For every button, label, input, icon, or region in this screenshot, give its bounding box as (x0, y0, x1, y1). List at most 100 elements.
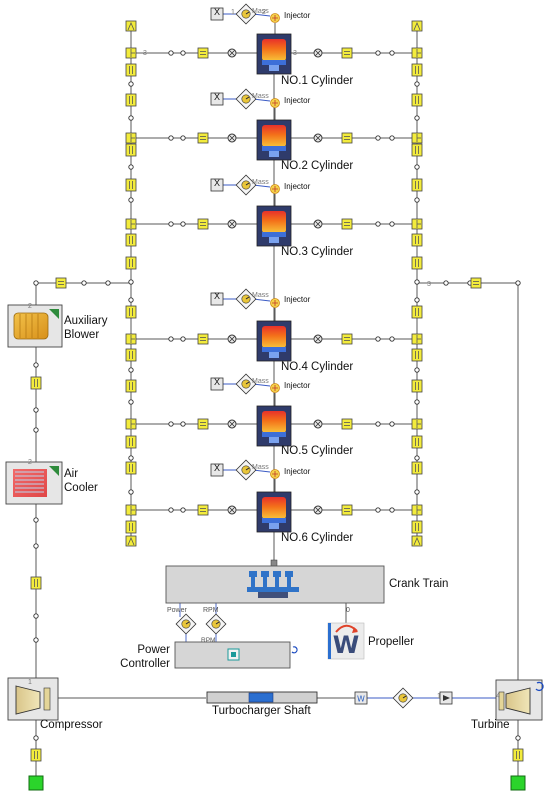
exhaust-manifold-pipe (411, 233, 423, 247)
intake-valve-2-icon (227, 133, 237, 143)
compressor-block (7, 677, 59, 721)
injector-5-icon (270, 383, 280, 393)
x-block-3-label: X (213, 178, 220, 188)
cylinder-3-label: NO.3 Cylinder (281, 246, 354, 258)
runner-node (180, 221, 186, 227)
mass-5-label: Mass (252, 378, 269, 385)
intake-manifold-node (128, 489, 134, 495)
intake-manifold-pipe (125, 93, 137, 107)
exhaust-manifold-pipe (411, 348, 423, 362)
exhaust-manifold-node (414, 197, 420, 203)
auxiliary-blower-block (7, 304, 63, 348)
cylinder-5-label: NO.5 Cylinder (281, 445, 354, 457)
mass-converter-4-icon (235, 288, 257, 310)
propeller-port-label: 0 (346, 607, 350, 614)
rpm-input-label: RPM (201, 637, 216, 644)
exhaust-manifold-node (414, 455, 420, 461)
intake-manifold-node (128, 297, 134, 303)
intake-valve-4-icon (227, 334, 237, 344)
cylinder-1-icon (256, 33, 292, 75)
x-block-1 (210, 7, 224, 21)
runner-node (180, 507, 186, 513)
x-block-4-label: X (213, 291, 220, 301)
intake-manifold-node (128, 164, 134, 170)
intake-manifold-node (128, 279, 134, 285)
intake-manifold-node (128, 399, 134, 405)
injector-6-icon (270, 469, 280, 479)
intake-manifold-pipe (125, 63, 137, 77)
intake-feed-pipe (55, 277, 67, 289)
exhaust-manifold-node (414, 279, 420, 285)
exhaust-manifold-pipe (411, 305, 423, 319)
port-label-shaft-signal: 1 (437, 693, 441, 700)
intake-runner-pipe-6 (197, 504, 209, 516)
intake-runner-pipe-5 (197, 418, 209, 430)
injector-1-icon (270, 13, 280, 23)
power-controller-block (174, 641, 298, 669)
x-block-2-label: X (213, 92, 220, 102)
exhaust-node (515, 280, 521, 286)
intake-node (105, 280, 111, 286)
ambient-outlet-source (510, 775, 526, 791)
intake-manifold-node (128, 197, 134, 203)
cylinder-4-label: NO.4 Cylinder (281, 361, 354, 373)
cylinder-1-label: NO.1 Cylinder (281, 75, 354, 87)
exhaust-manifold-node (414, 81, 420, 87)
shaft-signal-converter-icon (392, 687, 414, 709)
mass-converter-1-icon (235, 3, 257, 25)
port-label-turbine: 4 (496, 693, 500, 700)
intake-vertical-pipe (30, 376, 42, 390)
runner-node (389, 221, 395, 227)
x-block-2 (210, 92, 224, 106)
exhaust-manifold-pipe (411, 256, 423, 270)
intake-node (33, 362, 39, 368)
shaft-speed-sensor: W (354, 691, 368, 705)
runner-node (180, 135, 186, 141)
cylinder-4-icon (256, 320, 292, 362)
intake-runner-pipe-2 (197, 132, 209, 144)
exhaust-manifold-bottom-endcap (411, 535, 423, 547)
mass-6-label: Mass (252, 464, 269, 471)
exhaust-manifold-top-endcap (411, 20, 423, 32)
exhaust-valve-3-icon (313, 219, 323, 229)
intake-manifold-pipe (125, 461, 137, 475)
intake-vertical-pipe (30, 576, 42, 590)
turbine-block (495, 679, 544, 721)
exhaust-valve-1-icon (313, 48, 323, 58)
exhaust-node (515, 735, 521, 741)
pipe-line (35, 282, 131, 305)
intake-node (33, 427, 39, 433)
propeller-label: Propeller (368, 636, 415, 648)
cylinder-6-icon (256, 491, 292, 533)
intake-manifold-node (128, 81, 134, 87)
intake-valve-3-icon (227, 219, 237, 229)
mass-1-label: Mass (252, 8, 269, 15)
runner-node (168, 135, 174, 141)
exhaust-runner-pipe-2 (341, 132, 353, 144)
intake-node (33, 280, 39, 286)
injector-3-icon (270, 184, 280, 194)
port-label-compressor: 1 (28, 679, 32, 686)
exhaust-runner-pipe-6 (341, 504, 353, 516)
intake-junction-3 (125, 218, 137, 230)
mass-converter-2-icon (235, 88, 257, 110)
mass-4-label: Mass (252, 292, 269, 299)
intake-manifold-node (128, 455, 134, 461)
runner-node (168, 336, 174, 342)
x-block-4 (210, 292, 224, 306)
runner-node (375, 221, 381, 227)
runner-node (180, 421, 186, 427)
exhaust-valve-2-icon (313, 133, 323, 143)
cylinder-2-icon (256, 119, 292, 161)
runner-node (168, 507, 174, 513)
exhaust-valve-4-icon (313, 334, 323, 344)
exhaust-feed-pipe (470, 277, 482, 289)
cylinder-5-icon (256, 405, 292, 447)
runner-node (168, 421, 174, 427)
exhaust-node (443, 280, 449, 286)
exhaust-junction-6 (411, 504, 423, 516)
port-label-blower: 2 (28, 303, 32, 310)
component-blocks: WW (5, 3, 544, 791)
turbine-label: Turbine (471, 719, 510, 731)
intake-node (81, 280, 87, 286)
